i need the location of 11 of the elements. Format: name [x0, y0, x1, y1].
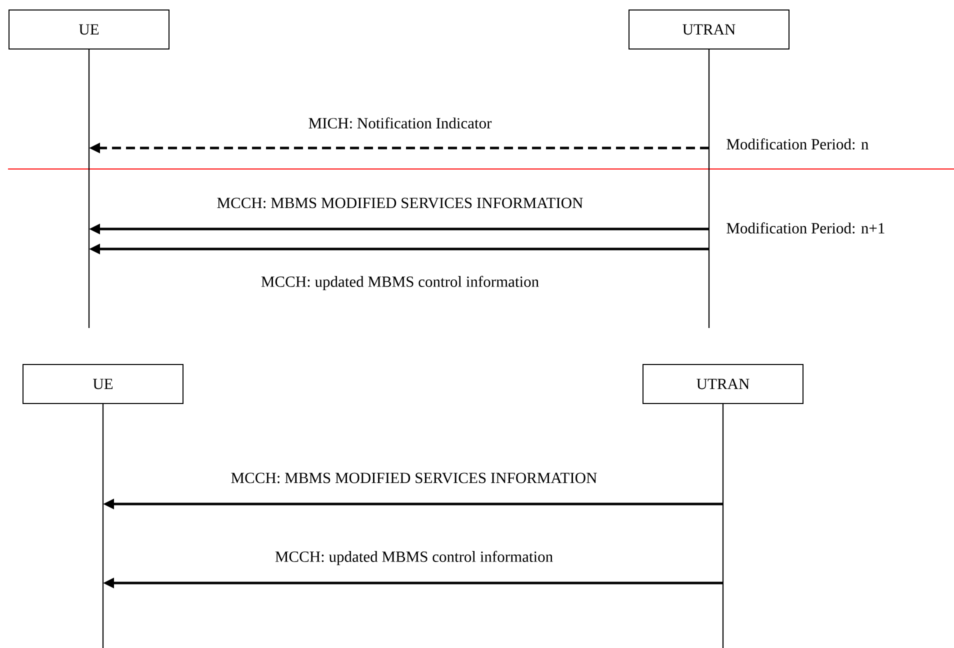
- message-label: MCCH: updated MBMS control information: [274, 550, 554, 566]
- message-label: MCCH: MBMS MODIFIED SERVICES INFORMATION: [230, 472, 598, 484]
- message-label: MCCH: MBMS MODIFIED SERVICES INFORMATION: [216, 196, 584, 210]
- period-label: Modification Period: n+1: [726, 222, 884, 234]
- entity-box: UE: [22, 364, 184, 404]
- message-label: MCCH: updated MBMS control information: [260, 274, 540, 292]
- entity-box: UTRAN: [642, 364, 804, 404]
- period-label: Modification Period: n: [726, 138, 868, 150]
- entity-box: UE: [8, 10, 170, 50]
- message-label: MICH: Notification Indicator: [307, 116, 493, 130]
- entity-box: UTRAN: [628, 10, 790, 50]
